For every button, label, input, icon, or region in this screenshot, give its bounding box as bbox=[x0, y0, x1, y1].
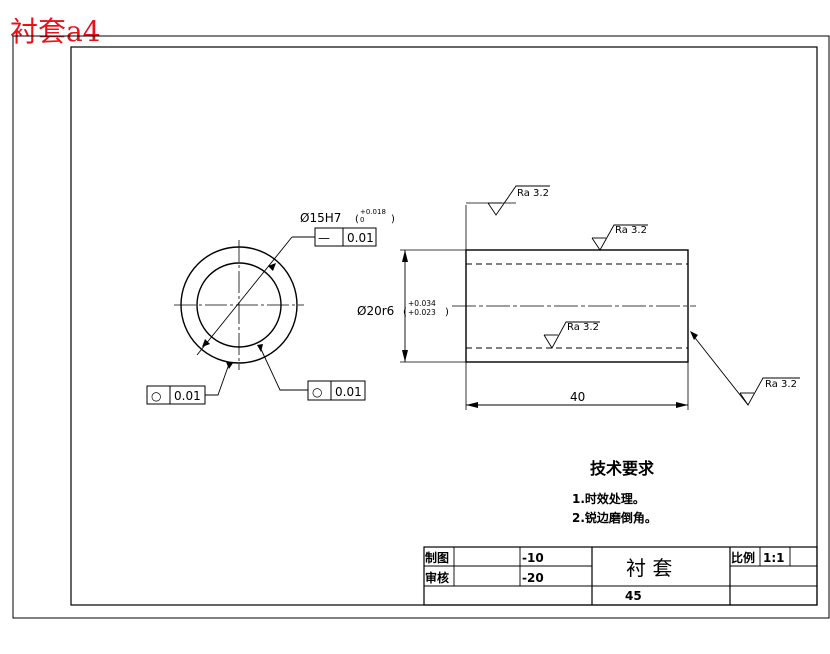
drawn-label: 制图 bbox=[425, 550, 449, 565]
roundness-left-value: 0.01 bbox=[174, 389, 201, 403]
flatness-symbol: — bbox=[318, 231, 330, 245]
roughness-symbol-3 bbox=[543, 321, 600, 349]
checked-code: -20 bbox=[522, 571, 544, 585]
roughness-symbol-4 bbox=[739, 377, 800, 406]
roundness-right-symbol: ○ bbox=[312, 385, 322, 399]
roughness-4-leader bbox=[691, 333, 749, 406]
drawn-code: -10 bbox=[522, 551, 544, 565]
flatness-frame bbox=[314, 227, 377, 247]
length-arrow-right bbox=[676, 402, 688, 408]
bore-tol-lower: 0 bbox=[360, 216, 364, 224]
bore-arrow-1 bbox=[268, 263, 276, 271]
diameter-tol-paren-open: ( bbox=[403, 307, 407, 318]
title-block: 制图 -10 审核 -20 衬 套 比例 1:1 45 bbox=[423, 546, 818, 606]
material: 45 bbox=[625, 589, 642, 603]
tech-req-item-1: 1.时效处理。 bbox=[572, 491, 645, 506]
bore-dimension: Ø15H7 bbox=[300, 211, 341, 225]
roundness-left-frame bbox=[146, 385, 206, 405]
diameter-tol-lower: +0.023 bbox=[408, 308, 436, 317]
tech-req-item-2: 2.锐边磨倒角。 bbox=[572, 510, 657, 525]
title-block-frame bbox=[423, 546, 818, 606]
scale-value: 1:1 bbox=[763, 551, 785, 565]
front-view: Ø20r6 ( +0.034 +0.023 ) 40 Ra 3.2 Ra 3.2… bbox=[357, 185, 800, 410]
roughness-symbol-1 bbox=[487, 185, 550, 216]
roughness-label-1: Ra 3.2 bbox=[517, 188, 549, 199]
watermark-title: 衬套a4 bbox=[10, 15, 101, 48]
roundness-right-value: 0.01 bbox=[335, 385, 362, 399]
checked-label: 审核 bbox=[425, 570, 449, 585]
roughness-label-3: Ra 3.2 bbox=[567, 322, 599, 333]
tech-req-heading: 技术要求 bbox=[590, 459, 655, 478]
bore-leader bbox=[196, 236, 293, 356]
outer-frame bbox=[12, 35, 830, 619]
technical-requirements: 技术要求 1.时效处理。 2.锐边磨倒角。 bbox=[572, 459, 657, 525]
roundness-left-symbol: ○ bbox=[151, 389, 161, 403]
roughness-label-4: Ra 3.2 bbox=[765, 379, 797, 390]
roundness-left-leader bbox=[205, 363, 230, 396]
diameter-arrow-top bbox=[402, 250, 408, 262]
bore-arrow-2 bbox=[202, 339, 210, 347]
part-name: 衬 套 bbox=[626, 556, 672, 580]
end-view: Ø15H7 +0.018 0 ( ) — 0.01 ○ 0.01 ○ 0.01 bbox=[146, 208, 395, 405]
length-arrow-left bbox=[466, 402, 478, 408]
roundness-right-frame bbox=[307, 380, 366, 401]
inner-frame bbox=[70, 46, 818, 606]
roughness-label-2: Ra 3.2 bbox=[615, 225, 647, 236]
flatness-value: 0.01 bbox=[347, 231, 374, 245]
bore-tol-paren-close: ) bbox=[391, 214, 395, 225]
length-dimension: 40 bbox=[570, 390, 585, 404]
roundness-right-leader bbox=[259, 346, 308, 391]
roughness-4-arrow bbox=[690, 331, 698, 340]
roundness-left-arrow bbox=[226, 362, 233, 369]
bore-tol-upper: +0.018 bbox=[360, 208, 386, 216]
roughness-symbol-2 bbox=[591, 224, 648, 251]
diameter-dimension: Ø20r6 bbox=[357, 304, 394, 318]
diameter-tol-paren-close: ) bbox=[445, 307, 449, 318]
diameter-tol-upper: +0.034 bbox=[408, 299, 436, 308]
scale-label: 比例 bbox=[731, 550, 755, 565]
bore-tol-paren-open: ( bbox=[355, 214, 359, 225]
diameter-arrow-bottom bbox=[402, 350, 408, 362]
